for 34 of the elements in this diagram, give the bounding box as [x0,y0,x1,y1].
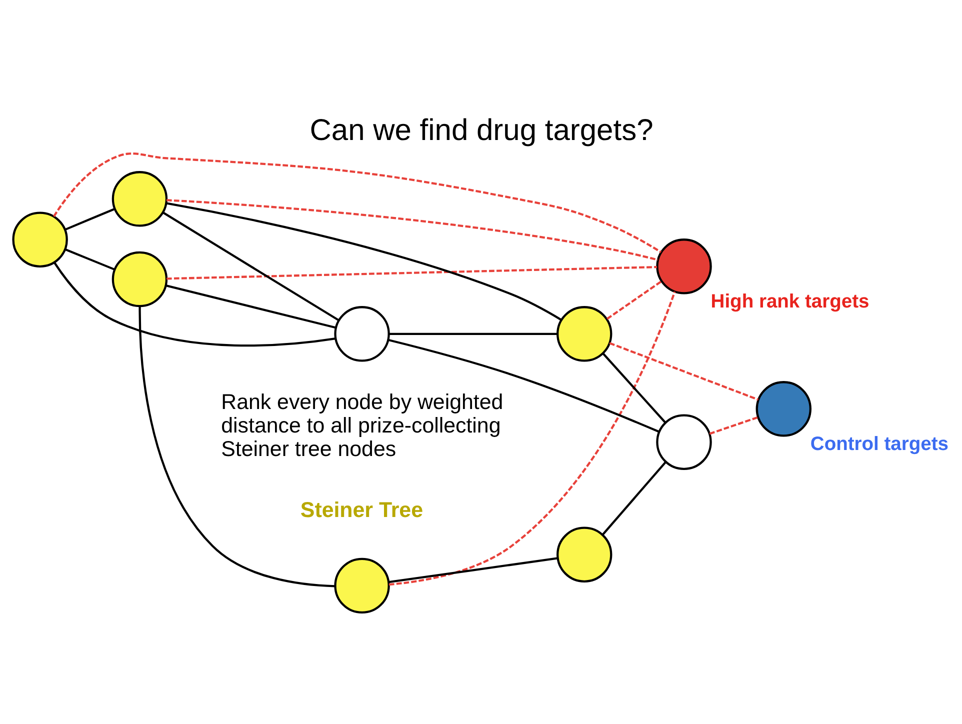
connector [166,266,657,280]
node-circle [334,306,390,362]
connector [64,248,114,270]
connector [606,280,662,320]
label: Steiner Tree [300,498,422,522]
node-circle [656,238,712,294]
node-label: High rank targets [710,292,869,313]
connector [64,208,115,231]
node-circle [111,251,168,308]
node-circle [656,414,712,470]
connector [602,461,666,536]
connector [708,416,758,435]
connector [608,342,758,401]
node-circle [12,212,68,268]
node-circle [556,526,612,582]
node-circle [111,171,168,227]
diagram-title: Can we find drug targets? [309,114,653,147]
connector [388,291,676,586]
connector [138,306,335,588]
connector [166,199,658,261]
connector [165,284,336,329]
connector [52,152,662,254]
connector [162,212,339,322]
node-circle [556,306,612,362]
connector [388,338,660,433]
node-circle [755,381,811,437]
connector [388,557,558,584]
node-circle [334,558,390,614]
node-label: Control targets [810,434,948,456]
connector [602,353,666,424]
connector [388,332,558,335]
label: Rank every node by weighted distance to all prize-collecting Steiner tree nodes [220,390,503,462]
connector [166,202,562,321]
connector [52,262,336,347]
